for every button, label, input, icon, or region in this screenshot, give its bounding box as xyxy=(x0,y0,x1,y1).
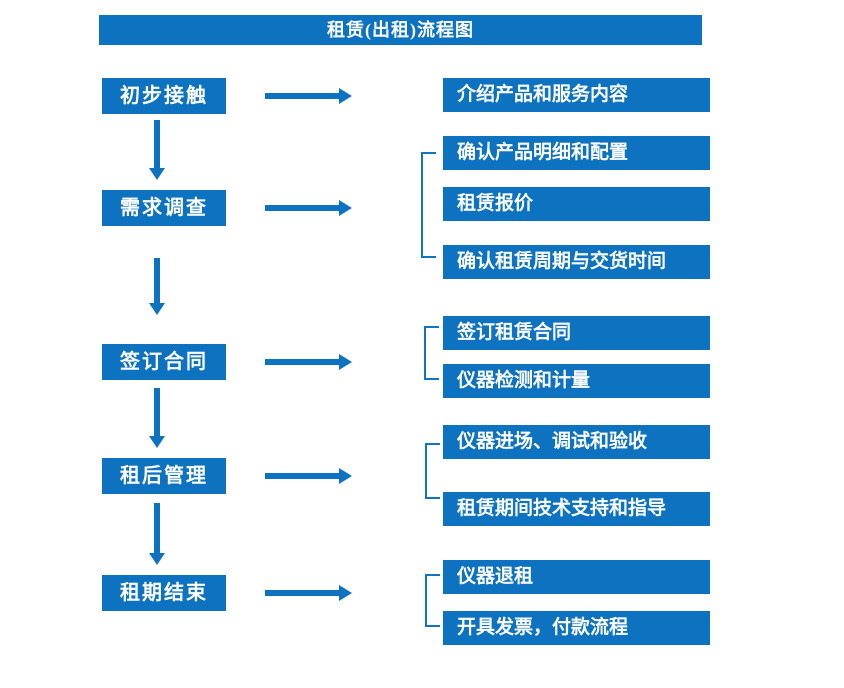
right-arrow-head-icon xyxy=(339,88,352,104)
down-arrow-head-icon xyxy=(149,436,165,448)
right-arrow-shaft xyxy=(265,359,340,365)
right-arrow-3 xyxy=(265,354,352,370)
right-arrow-head-icon xyxy=(339,354,352,370)
right-arrow-head-icon xyxy=(339,200,352,216)
down-arrow-1 xyxy=(149,120,165,180)
step-box-sign-contract: 签订合同 xyxy=(102,344,226,380)
right-arrow-shaft xyxy=(265,205,340,211)
detail-box-technical-support: 租赁期间技术支持和指导 xyxy=(443,492,710,526)
detail-box-invoice-payment: 开具发票，付款流程 xyxy=(443,611,710,645)
detail-box-instrument-inspection: 仪器检测和计量 xyxy=(443,364,710,398)
down-arrow-4 xyxy=(149,503,165,565)
right-arrow-shaft xyxy=(265,93,340,99)
chart-title: 租赁(出租)流程图 xyxy=(327,20,474,40)
right-arrow-2 xyxy=(265,200,352,216)
detail-box-confirm-product-details: 确认产品明细和配置 xyxy=(443,136,710,170)
detail-box-introduce-products: 介绍产品和服务内容 xyxy=(443,78,710,112)
down-arrow-shaft xyxy=(154,388,160,437)
detail-box-instrument-return: 仪器退租 xyxy=(443,560,710,594)
step-box-initial-contact: 初步接触 xyxy=(102,78,226,114)
down-arrow-2 xyxy=(149,258,165,315)
right-arrow-shaft xyxy=(265,473,340,479)
group-bracket-sign-contract xyxy=(424,326,439,380)
down-arrow-shaft xyxy=(154,120,160,169)
right-arrow-shaft xyxy=(265,590,340,596)
group-bracket-demand-survey xyxy=(421,152,436,258)
step-box-post-rental-management: 租后管理 xyxy=(102,458,226,494)
detail-box-confirm-rental-period: 确认租赁周期与交货时间 xyxy=(443,245,710,279)
right-arrow-head-icon xyxy=(339,468,352,484)
right-arrow-5 xyxy=(265,585,352,601)
detail-box-sign-rental-contract: 签订租赁合同 xyxy=(443,316,710,350)
right-arrow-4 xyxy=(265,468,352,484)
right-arrow-head-icon xyxy=(339,585,352,601)
group-bracket-rental-end xyxy=(425,574,440,627)
chart-title-bar: 租赁(出租)流程图 xyxy=(99,15,702,45)
right-arrow-1 xyxy=(265,88,352,104)
group-bracket-post-rental xyxy=(425,443,440,499)
down-arrow-shaft xyxy=(154,503,160,554)
detail-box-rental-quote: 租赁报价 xyxy=(443,187,710,221)
step-box-demand-survey: 需求调查 xyxy=(102,190,226,226)
down-arrow-head-icon xyxy=(149,553,165,565)
down-arrow-head-icon xyxy=(149,168,165,180)
down-arrow-head-icon xyxy=(149,303,165,315)
down-arrow-3 xyxy=(149,388,165,448)
step-box-rental-end: 租期结束 xyxy=(102,575,226,611)
detail-box-instrument-entry: 仪器进场、调试和验收 xyxy=(443,425,710,459)
down-arrow-shaft xyxy=(154,258,160,304)
